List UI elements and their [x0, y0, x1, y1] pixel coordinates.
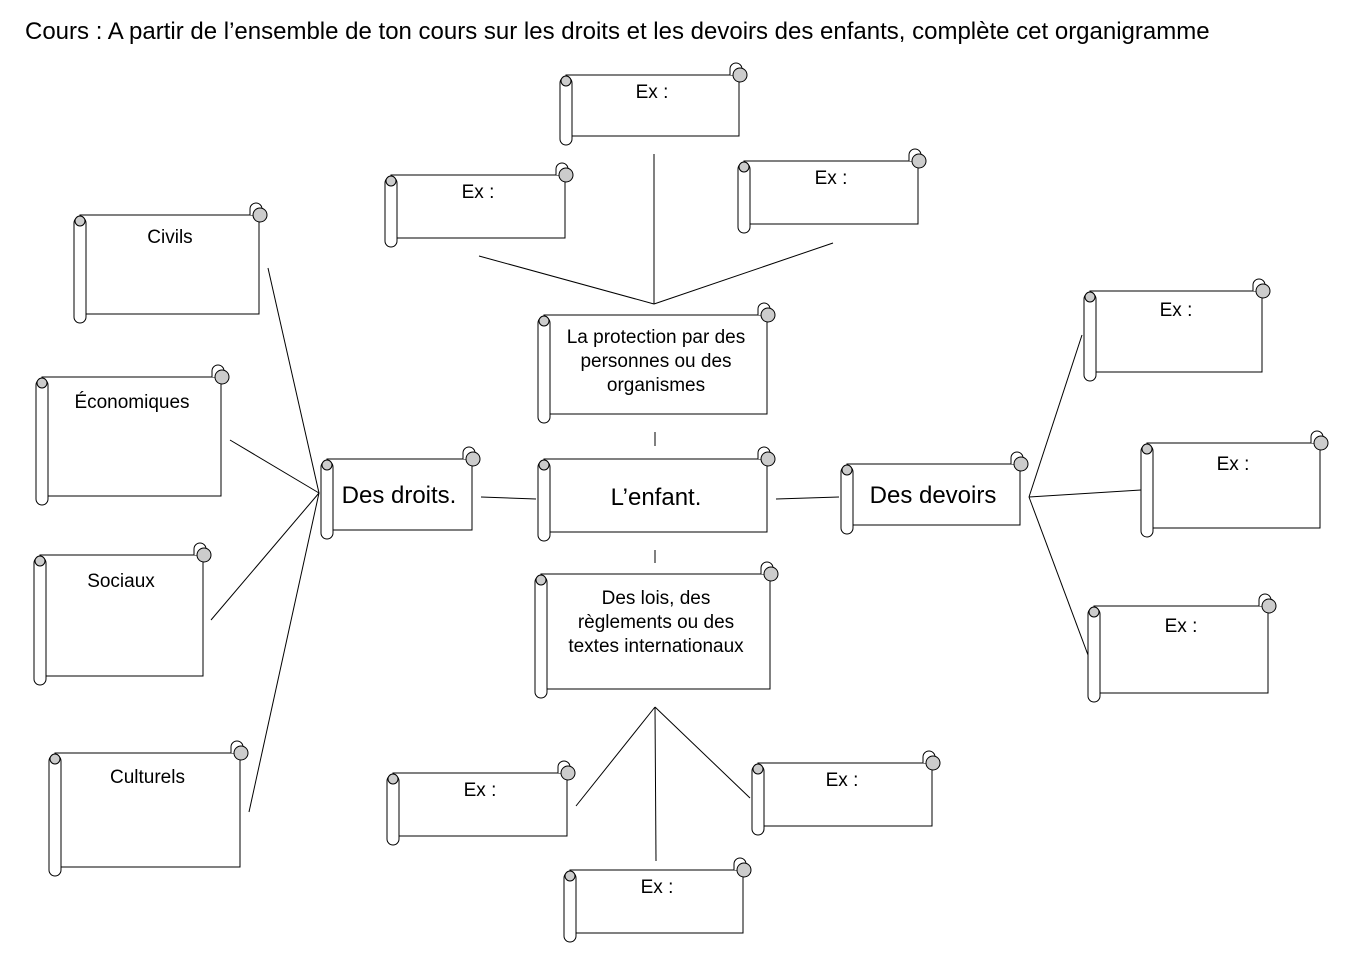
connector-line-5: [480, 496, 537, 500]
connector-line-7: [267, 267, 320, 494]
scroll-civils: [73, 202, 268, 324]
scroll-ex-top-right: [737, 148, 927, 234]
scroll-ex-bottom-right: [751, 750, 941, 836]
connector-line-11: [1028, 334, 1083, 498]
scroll-ex-bottom-left: [386, 760, 576, 846]
node-culturels: Culturels: [110, 767, 185, 788]
scroll-droits: [320, 446, 481, 540]
node-sociaux: Sociaux: [87, 571, 155, 592]
node-civils: Civils: [147, 227, 193, 248]
ex-bottom-center: Ex :: [640, 877, 674, 898]
connector-line-2: [653, 242, 834, 305]
scroll-ex-top-center: [559, 62, 748, 146]
ex-top-center: Ex :: [635, 82, 669, 103]
connector-line-1: [478, 255, 655, 305]
ex-top-right: Ex :: [814, 168, 848, 189]
connector-line-12: [1028, 489, 1142, 498]
connector-line-10: [248, 492, 320, 813]
scroll-culturels: [48, 740, 249, 877]
ex-right-3: Ex :: [1164, 616, 1198, 637]
connector-line-14: [575, 706, 656, 807]
scroll-devoirs: [840, 451, 1029, 535]
ex-bottom-left: Ex :: [463, 780, 497, 801]
scroll-economiques: [35, 364, 230, 506]
connector-line-6: [775, 496, 840, 500]
connector-line-9: [210, 492, 320, 621]
scroll-enfant: [537, 446, 776, 542]
connector-line-16: [654, 706, 657, 862]
scroll-ex-right-3: [1087, 593, 1277, 703]
scroll-lois: [534, 561, 779, 699]
connector-line-15: [654, 706, 751, 799]
node-protection: La protection par des personnes ou des o…: [566, 327, 746, 396]
page-title: Cours : A partir de l’ensemble de ton co…: [25, 18, 1210, 45]
node-droits: Des droits.: [341, 482, 457, 509]
scroll-protection: [537, 302, 776, 424]
node-economiques: Économiques: [74, 392, 190, 413]
scroll-ex-right-2: [1140, 430, 1329, 538]
ex-right-2: Ex :: [1216, 454, 1250, 475]
scroll-sociaux: [33, 542, 212, 686]
scroll-ex-right-1: [1083, 278, 1271, 382]
node-devoirs: Des devoirs: [869, 482, 997, 509]
scroll-ex-top-left: [384, 162, 574, 248]
node-enfant: L’enfant.: [610, 484, 702, 511]
scroll-ex-bottom-center: [563, 857, 752, 943]
node-lois: Des lois, des règlements ou des textes i…: [568, 588, 744, 657]
connector-line-13: [1028, 496, 1089, 656]
ex-bottom-right: Ex :: [825, 770, 859, 791]
ex-right-1: Ex :: [1159, 300, 1193, 321]
connector-line-8: [229, 439, 320, 494]
ex-top-left: Ex :: [461, 182, 495, 203]
